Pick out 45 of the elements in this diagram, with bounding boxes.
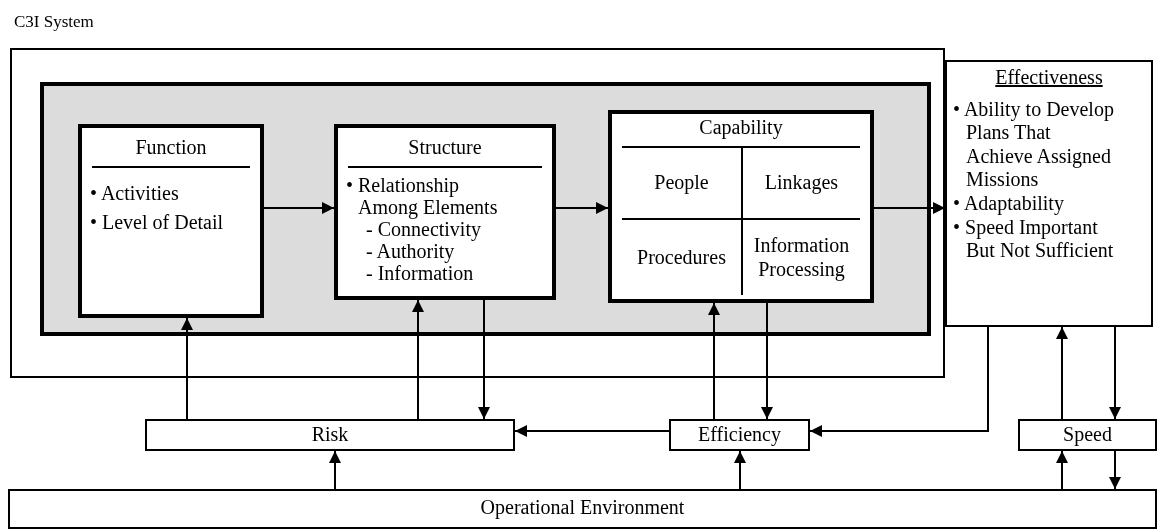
arrow — [1109, 326, 1121, 420]
arrow — [514, 425, 670, 437]
box-label: Risk — [311, 423, 349, 447]
environment-box — [8, 489, 1157, 529]
box-label: Speed — [1063, 423, 1112, 447]
arrow — [1109, 450, 1121, 490]
box-heading: Function — [134, 135, 208, 160]
measure-box — [669, 419, 810, 451]
measure-box — [145, 419, 515, 451]
arrow — [734, 450, 746, 490]
arrow — [809, 326, 989, 437]
arrow — [1056, 450, 1068, 490]
arrow — [329, 450, 341, 490]
table-cell: Linkages — [741, 145, 860, 221]
arrow — [555, 202, 609, 214]
box-label: Operational Environment — [480, 495, 685, 520]
arrow — [708, 302, 720, 420]
system-title: C3I System — [14, 12, 94, 33]
arrow — [761, 302, 773, 420]
box-heading: Effectiveness — [994, 65, 1104, 90]
list-item: • Ability to Develop Plans That Achieve Assigned Missions — [952, 97, 1115, 192]
process-box — [78, 124, 264, 318]
shaded-panel — [40, 82, 931, 336]
box-heading: Capability — [698, 115, 784, 141]
arrow — [478, 299, 490, 420]
measure-box — [1018, 419, 1157, 451]
arrow — [1056, 326, 1068, 420]
box-label: Efficiency — [698, 423, 781, 447]
table-cell-text: Procedures — [636, 244, 727, 270]
arrow — [873, 202, 946, 214]
table-cell: Information Processing — [741, 220, 860, 295]
capability-box — [608, 110, 874, 303]
list-item: - Authority — [365, 239, 455, 262]
process-box — [334, 124, 556, 300]
list-item: • Relationship Among Elements — [345, 173, 499, 218]
effectiveness-box — [945, 60, 1153, 327]
arrow — [181, 317, 193, 420]
arrow — [412, 299, 424, 420]
list-item: • Adaptability — [952, 191, 1065, 216]
arrow — [263, 202, 335, 214]
list-item: • Speed Important But Not Sufficient — [952, 215, 1115, 263]
list-item: • Activities — [89, 181, 180, 206]
table-cell: People — [622, 145, 741, 221]
list-item: • Level of Detail — [89, 211, 225, 235]
box-heading: Structure — [407, 135, 483, 160]
